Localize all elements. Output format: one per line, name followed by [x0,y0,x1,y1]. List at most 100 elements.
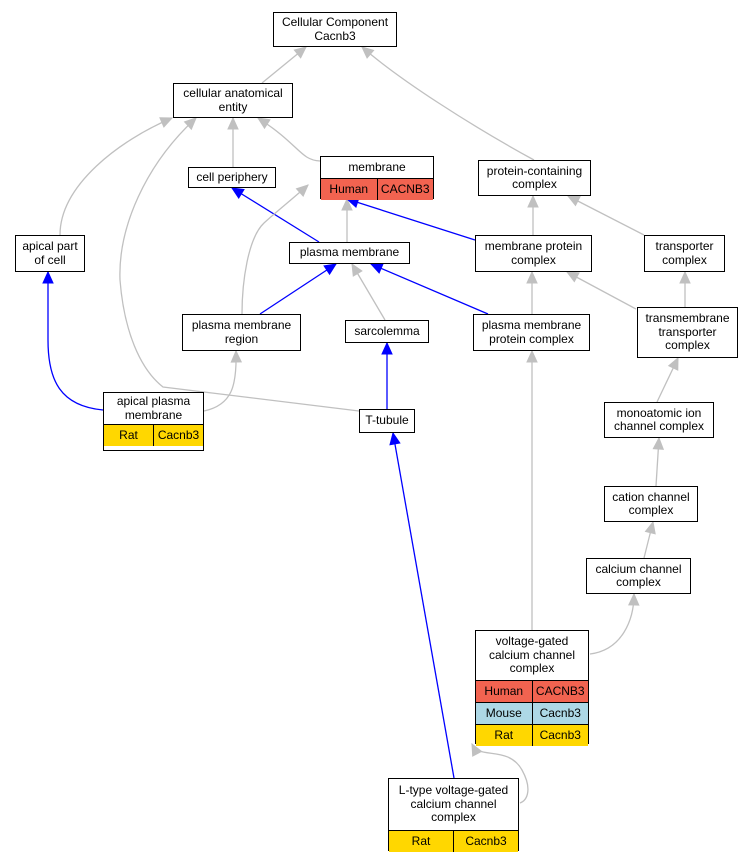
go-term-label: voltage-gated calcium channel complex [488,634,576,676]
go-term-label: apical part of cell [22,239,78,267]
edge-line [361,46,535,161]
go-term-node-mic[interactable]: monoatomic ion channel complex [604,402,714,438]
edge-arrowhead [644,520,656,535]
edge-arrowhead [628,592,640,606]
go-term-label: plasma membrane [299,245,400,260]
go-term-label: protein-containing complex [486,163,583,191]
go-term-node-sarco[interactable]: sarcolemma [345,320,429,343]
edge-arrowhead [159,117,174,128]
edge-mic-to-ttc [656,356,679,403]
edge-line [59,117,173,236]
go-term-label: T-tubule [365,413,409,428]
edge-line [257,117,321,162]
edge-cach-to-ccc [643,520,656,559]
gene-cell: Cacnb3 [531,703,589,724]
species-cell: Human [329,181,369,196]
species-cell: Rat [119,427,138,442]
edge-line [259,263,337,315]
go-term-node-cach[interactable]: calcium channel complex [586,558,691,594]
edge-ltype-to-vgcc [471,742,529,804]
go-term-node-mpc[interactable]: membrane protein complex [475,235,592,272]
gene-cell: CACNB3 [531,681,589,702]
edge-cae-to-root [261,46,307,84]
edge-ccc-to-mic [652,436,665,487]
edge-pmr-to-membrane [241,184,309,315]
edge-arrowhead [652,436,665,450]
edge-arrowhead [256,117,271,130]
edge-apm-to-pmr [203,349,243,412]
edge-pmpc-to-mpc [526,270,538,314]
edge-arrowhead [389,431,401,446]
go-term-label: plasma membrane protein complex [481,318,582,346]
edge-arrowhead [341,197,353,211]
edge-pmr-to-pm [259,263,338,315]
go-term-node-cae[interactable]: cellular anatomical entity [173,83,293,118]
annotation-row-mouse: Mouse Cacnb3 [476,702,588,724]
edge-line [567,195,645,236]
edge-apm-to-apicalpart [42,270,104,411]
go-term-node-ccc[interactable]: cation channel complex [604,486,698,522]
species-cell: Rat [411,833,431,848]
edge-line [231,187,320,243]
edge-line [119,117,360,412]
edge-arrowhead [381,341,393,355]
go-term-node-ttub[interactable]: T-tubule [359,409,415,433]
edge-membrane-to-cae [256,117,321,162]
species-cell: Human [484,683,524,698]
go-term-node-pcc[interactable]: protein-containing complex [478,160,591,196]
go-term-node-cellper[interactable]: cell periphery [188,167,276,188]
species-cell: Mouse [485,705,522,720]
edge-line [47,272,104,411]
go-term-label: cell periphery [196,169,268,184]
edge-arrowhead [183,117,197,131]
edge-pcc-to-root [361,46,535,161]
go-term-node-ttc[interactable]: transmembrane transporter complex [637,307,738,358]
edge-arrowhead [526,349,538,363]
edge-arrowhead [227,116,239,130]
go-term-node-apicalpart[interactable]: apical part of cell [15,235,85,272]
edge-arrowhead [471,742,483,757]
edge-vgcc-to-cach [589,592,640,655]
go-term-label: monoatomic ion channel complex [613,405,705,433]
gene-cell: Cacnb3 [531,725,589,746]
go-term-node-root[interactable]: Cellular Component Cacnb3 [273,12,397,47]
go-term-node-tc[interactable]: transporter complex [644,235,725,272]
edge-arrowhead [295,184,309,198]
edge-arrowhead [230,349,243,363]
go-term-node-pmr[interactable]: plasma membrane region [182,314,301,351]
edge-arrowhead [526,270,538,284]
edge-cellper-to-cae [227,116,239,167]
edge-line [589,593,635,655]
edge-pm-to-membrane [341,197,353,242]
edge-line [241,184,309,315]
edge-line [566,271,637,310]
gene-cell: Cacnb3 [453,831,518,852]
go-term-label: transmembrane transporter complex [645,311,730,353]
edge-pm-to-cellper [230,187,320,243]
go-term-label: L-type voltage-gated calcium channel com… [398,783,509,825]
go-term-label: Cellular Component Cacnb3 [281,15,389,43]
go-term-label: membrane [348,159,406,174]
edge-mpc-to-pcc [527,194,539,235]
go-term-node-pm[interactable]: plasma membrane [289,242,410,264]
edge-arrowhead [565,271,580,283]
go-term-label: cation channel complex [612,489,690,517]
edge-line [346,198,476,241]
edge-ttub-to-cae [119,117,360,412]
go-term-label: calcium channel complex [595,561,682,589]
edge-ttub-to-sarco [381,341,393,409]
edge-ttc-to-tc [679,270,691,307]
edge-arrowhead [361,46,375,59]
edge-arrowhead [42,270,54,284]
go-term-node-pmpc[interactable]: plasma membrane protein complex [473,314,590,351]
edge-ltype-to-ttub [389,431,455,779]
gene-cell: CACNB3 [376,179,434,200]
go-term-node-ltype[interactable]: L-type voltage-gated calcium channel com… [388,778,519,852]
